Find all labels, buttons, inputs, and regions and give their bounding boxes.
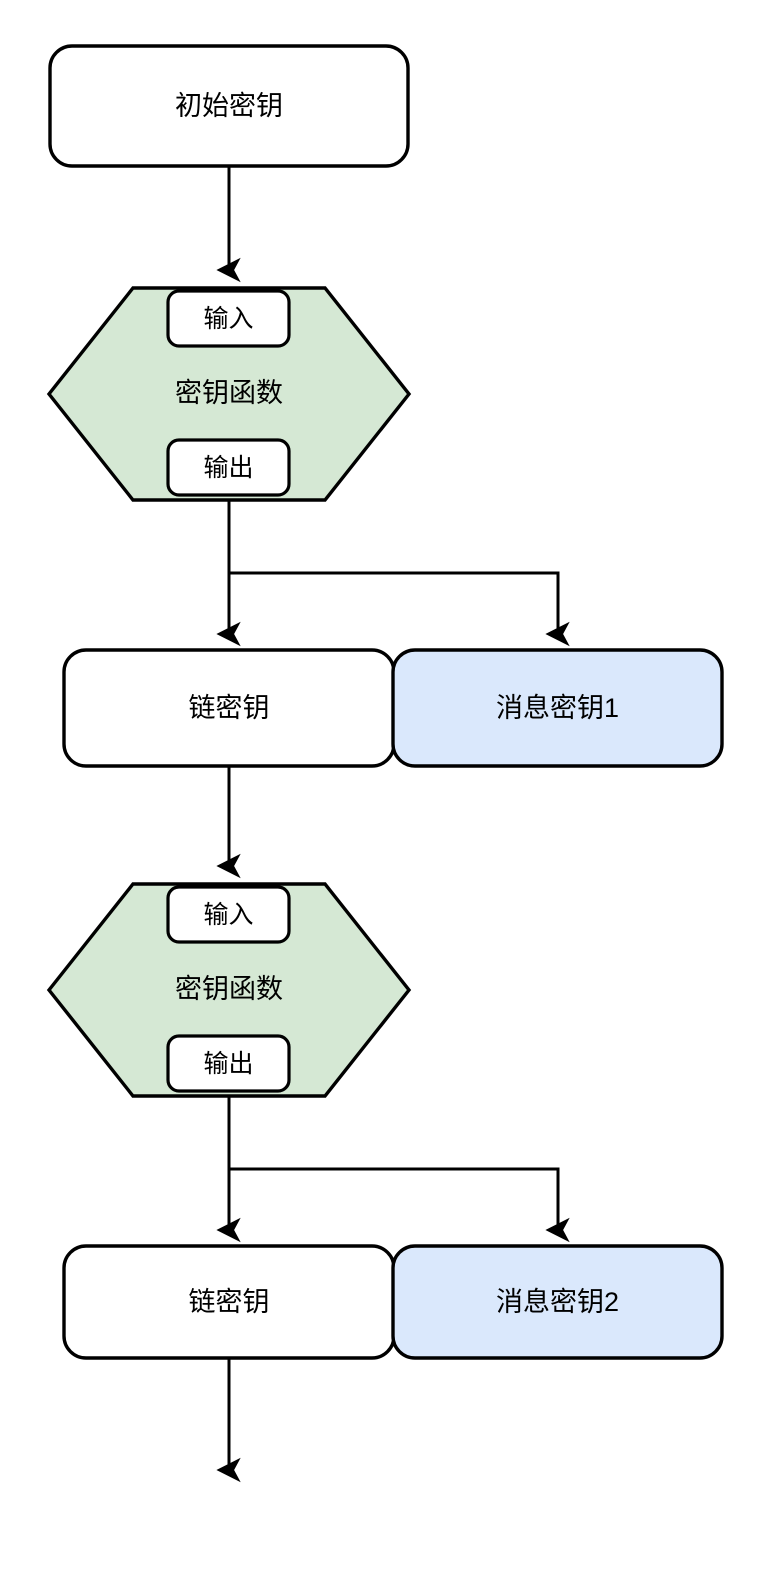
kdf-1-output-box — [166, 438, 291, 497]
edge-kdf2-to-msg2 — [229, 1167, 570, 1243]
node-message-key-2[interactable] — [391, 1244, 724, 1360]
node-root-key[interactable] — [48, 44, 410, 168]
node-kdf-1[interactable] — [46, 286, 412, 502]
edge-kdf1-to-msg1 — [229, 571, 570, 647]
kdf-1-input-box — [166, 289, 291, 348]
node-message-key-1[interactable] — [391, 648, 724, 768]
kdf-2-input-box — [166, 885, 291, 944]
kdf-2-output-box — [166, 1034, 291, 1093]
node-chain-key-1[interactable] — [62, 648, 396, 768]
node-chain-key-2[interactable] — [62, 1244, 396, 1360]
node-kdf-2[interactable] — [46, 882, 412, 1098]
